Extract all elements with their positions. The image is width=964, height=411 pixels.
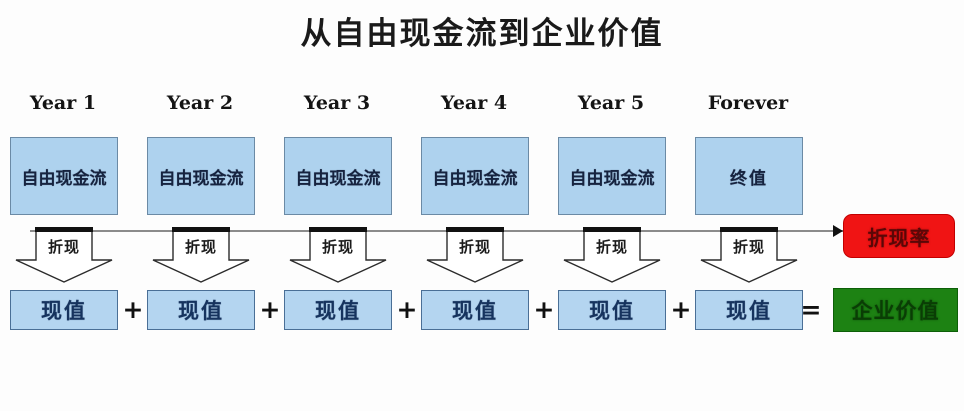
operator-plus-1: + <box>122 295 144 324</box>
discount-arrow-4: 折现 <box>421 226 529 284</box>
present-value-box-3: 现值 <box>284 290 392 330</box>
discount-arrow-2: 折现 <box>147 226 255 284</box>
discount-arrow-6: 折现 <box>695 226 803 284</box>
operator-plus-5: + <box>670 295 692 324</box>
present-value-box-1: 现值 <box>10 290 118 330</box>
operator-plus-3: + <box>396 295 418 324</box>
discount-arrow-5: 折现 <box>558 226 666 284</box>
cash-flow-box-1: 自由现金流 <box>10 137 118 215</box>
enterprise-value-box: 企业价值 <box>833 288 958 332</box>
present-value-box-6: 现值 <box>695 290 803 330</box>
year-label-6: Forever <box>707 92 789 114</box>
year-label-4: Year 4 <box>440 92 508 114</box>
operator-plus-4: + <box>533 295 555 324</box>
present-value-box-2: 现值 <box>147 290 255 330</box>
discount-arrow-3: 折现 <box>284 226 392 284</box>
discount-rate-box: 折现率 <box>843 214 955 258</box>
terminal-value-box: 终值 <box>695 137 803 215</box>
cash-flow-box-2: 自由现金流 <box>147 137 255 215</box>
cash-flow-box-3: 自由现金流 <box>284 137 392 215</box>
operator-plus-2: + <box>259 295 281 324</box>
discount-rate-connector-line <box>30 230 845 232</box>
cash-flow-box-4: 自由现金流 <box>421 137 529 215</box>
discount-arrow-1: 折现 <box>10 226 118 284</box>
operator-equals: = <box>800 295 822 324</box>
year-label-1: Year 1 <box>29 92 97 114</box>
present-value-box-5: 现值 <box>558 290 666 330</box>
discount-rate-arrowhead-icon <box>833 225 843 237</box>
present-value-box-4: 现值 <box>421 290 529 330</box>
year-label-5: Year 5 <box>577 92 645 114</box>
cash-flow-box-5: 自由现金流 <box>558 137 666 215</box>
year-label-3: Year 3 <box>303 92 371 114</box>
year-label-2: Year 2 <box>166 92 234 114</box>
diagram-title: 从自由现金流到企业价值 <box>300 16 664 52</box>
